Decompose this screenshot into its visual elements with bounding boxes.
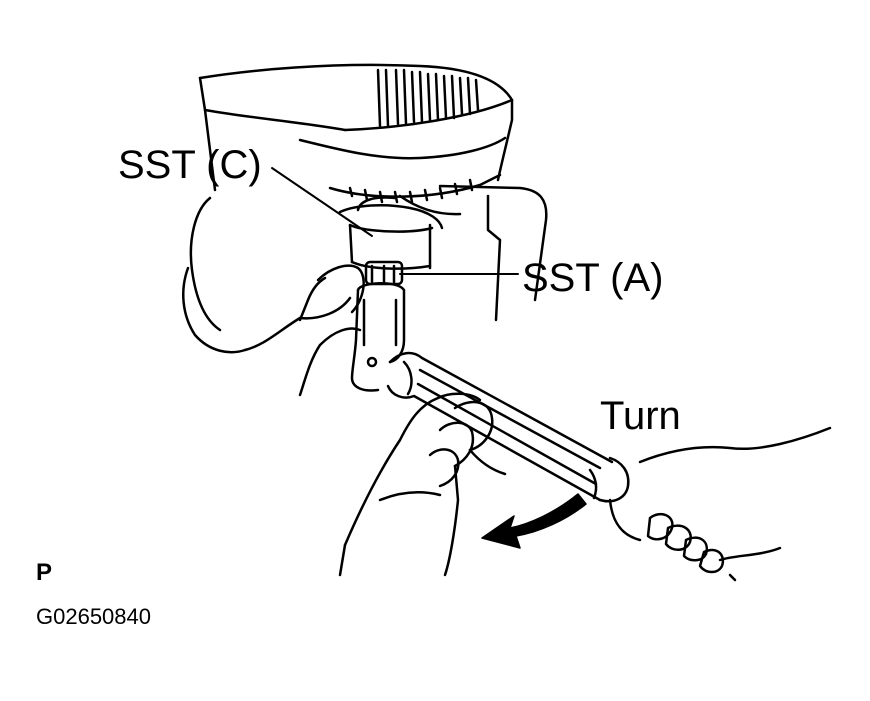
left-hand [182,196,365,397]
leader-lines [271,167,519,275]
view-letter: P [36,559,53,586]
far-right-hand [608,426,832,582]
label-sst-c: SST (C) [118,143,262,187]
sst-c-tool [338,196,444,270]
wrench-handle [386,351,630,503]
label-sst-a: SST (A) [522,256,664,300]
figure-code: G02650840 [36,604,151,629]
turn-arrow-icon [481,493,587,549]
right-hand [338,392,507,577]
label-turn: Turn [600,394,681,438]
sst-a-tool [350,260,406,392]
